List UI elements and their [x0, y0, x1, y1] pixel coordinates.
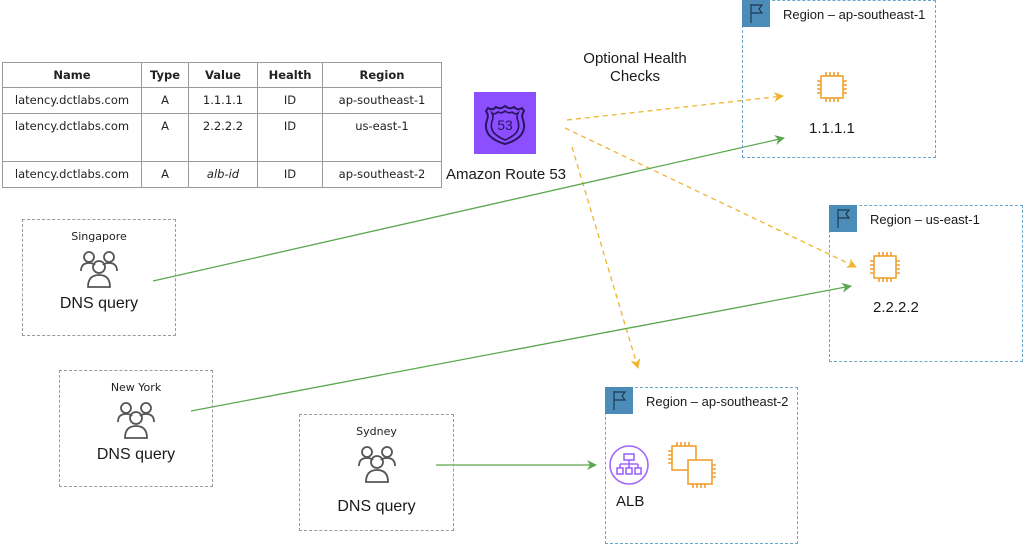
- header-value: Value: [188, 62, 258, 88]
- route-new-york-to-us-east-1: [190, 282, 852, 412]
- cell-name: latency.dctlabs.com: [2, 161, 142, 188]
- client-city: New York: [110, 381, 162, 394]
- client-city: Sydney: [356, 425, 397, 438]
- alb-label: ALB: [616, 493, 645, 510]
- cell-value: 2.2.2.2: [188, 113, 258, 162]
- route53-badge-text: 53: [497, 117, 513, 133]
- latency-records-table: Name Type Value Health Region latency.dc…: [2, 62, 442, 188]
- cell-name: latency.dctlabs.com: [2, 113, 142, 162]
- client-label: DNS query: [337, 498, 416, 515]
- cell-region: ap-southeast-2: [322, 161, 442, 188]
- region-flag-icon: [742, 0, 770, 27]
- cell-health: ID: [257, 113, 323, 162]
- region-flag-icon: [605, 387, 633, 414]
- region-title: Region – us-east-1: [870, 212, 980, 227]
- users-icon: [357, 446, 396, 483]
- region-us-east-1: Region – us-east-1 2.2.2.2: [829, 205, 1023, 362]
- cell-region: us-east-1: [322, 113, 442, 162]
- users-icon: [80, 251, 118, 288]
- ec2-instance-icon: [870, 252, 900, 282]
- cell-region: ap-southeast-1: [322, 87, 442, 114]
- client-label: DNS query: [96, 446, 176, 463]
- route53-icon: 53: [474, 92, 536, 154]
- route53-shield-icon: 53: [484, 104, 526, 146]
- cell-health: ID: [257, 87, 323, 114]
- region-ap-southeast-1: Region – ap-southeast-1 1.1.1.1: [742, 0, 936, 158]
- client-city: Singapore: [71, 230, 127, 243]
- cell-health: ID: [257, 161, 323, 188]
- client-sydney: Sydney DNS query: [299, 414, 454, 531]
- health-checks-label: Optional Health Checks: [566, 50, 704, 86]
- header-name: Name: [2, 62, 142, 88]
- cell-type: A: [141, 161, 189, 188]
- ec2-instances-icon: [668, 442, 716, 488]
- health-checks-label-line1: Optional Health: [583, 50, 687, 67]
- region-flag-icon: [829, 205, 857, 232]
- region-ap-southeast-2: Region – ap-southeast-2 ALB: [605, 387, 798, 544]
- table-header-row: Name Type Value Health Region: [2, 62, 442, 88]
- endpoint-ip: 1.1.1.1: [809, 120, 855, 137]
- ec2-instance-icon: [817, 72, 847, 102]
- endpoint-ip: 2.2.2.2: [873, 299, 919, 316]
- region-title: Region – ap-southeast-2: [646, 394, 789, 409]
- alb-icon: [609, 445, 649, 485]
- cell-type: A: [141, 113, 189, 162]
- client-new-york: New York DNS query: [59, 370, 213, 487]
- route53-label: Amazon Route 53: [445, 166, 567, 183]
- header-region: Region: [322, 62, 442, 88]
- table-row: latency.dctlabs.com A 1.1.1.1 ID ap-sout…: [2, 87, 442, 114]
- cell-type: A: [141, 87, 189, 114]
- header-type: Type: [141, 62, 189, 88]
- table-row: latency.dctlabs.com A alb-id ID ap-south…: [2, 161, 442, 188]
- region-title: Region – ap-southeast-1: [783, 7, 926, 22]
- health-check-arrow-ap-southeast-2: [571, 146, 641, 369]
- cell-value: 1.1.1.1: [188, 87, 258, 114]
- client-singapore: Singapore DNS query: [22, 219, 176, 336]
- header-health: Health: [257, 62, 323, 88]
- cell-value: alb-id: [188, 161, 258, 188]
- table-row: latency.dctlabs.com A 2.2.2.2 ID us-east…: [2, 113, 442, 162]
- health-check-arrow-ap-southeast-1: [566, 92, 784, 121]
- users-icon: [117, 402, 155, 439]
- route-singapore-to-ap-southeast-1: [152, 135, 785, 282]
- cell-name: latency.dctlabs.com: [2, 87, 142, 114]
- client-label: DNS query: [59, 295, 139, 312]
- health-checks-label-line2: Checks: [609, 68, 661, 85]
